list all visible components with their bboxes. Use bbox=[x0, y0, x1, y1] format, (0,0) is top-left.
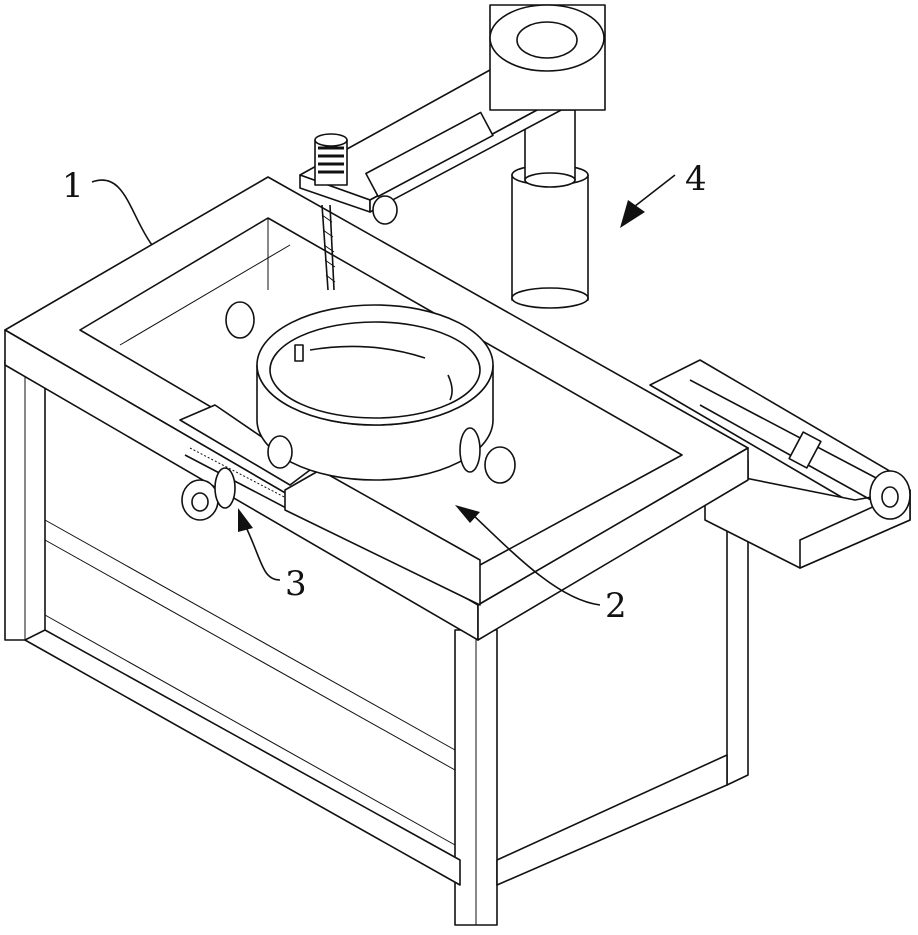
label-3: 3 bbox=[285, 564, 307, 604]
label-3-leader bbox=[245, 525, 280, 580]
label-2: 2 bbox=[605, 586, 627, 626]
label-4-leader bbox=[630, 175, 675, 210]
column bbox=[512, 110, 588, 308]
label-4-arrow bbox=[620, 200, 645, 228]
label-1-leader bbox=[92, 180, 152, 245]
label-4: 4 bbox=[685, 159, 707, 199]
label-1: 1 bbox=[62, 166, 84, 206]
label-3-arrow bbox=[238, 508, 253, 532]
